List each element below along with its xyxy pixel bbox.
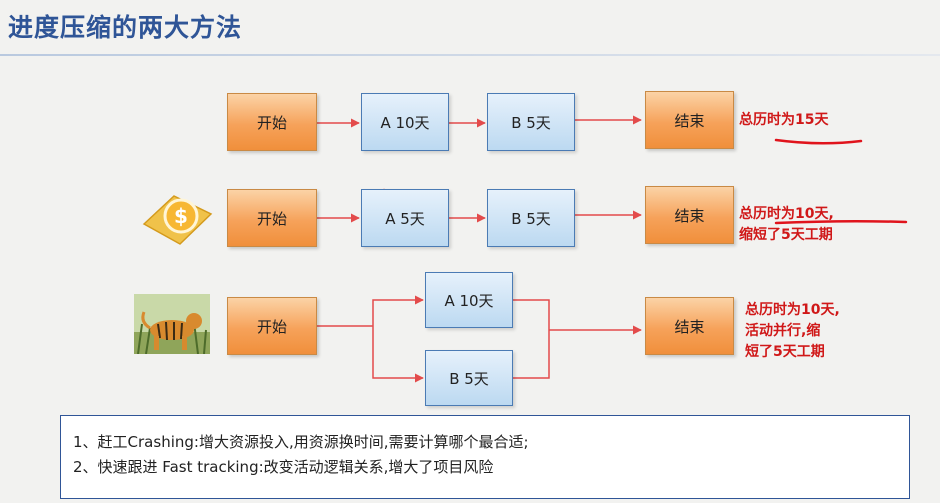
activity-b-box-row1: B 5天 [487,93,575,151]
summary-line-fast-tracking: 2、快速跟进 Fast tracking:改变活动逻辑关系,增大了项目风险 [73,458,494,476]
activity-a-box-row2: A 5天 [361,189,449,247]
end-box-row2: 结束 [645,186,734,244]
underline-mark-row1 [774,138,863,145]
money-coin-icon: $ [140,190,215,250]
end-box-row1: 结束 [645,91,734,149]
activity-b-box-row3: B 5天 [425,350,513,406]
duration-note-row3-line1: 总历时为10天, [745,302,840,318]
tiger-image [134,294,210,355]
summary-line-crashing: 1、赶工Crashing:增大资源投入,用资源换时间,需要计算哪个最合适; [73,433,529,451]
title-divider [0,54,940,56]
end-box-row3: 结束 [645,297,734,355]
duration-note-row2: 总历时为10天, 缩短了5天工期 [739,204,834,246]
arrow-split-to-b-row3 [372,326,424,383]
activity-a-box-row3: A 10天 [425,272,513,328]
duration-note-row3-line3: 短了5天工期 [745,344,825,360]
start-box-row1: 开始 [227,93,317,151]
duration-note-row1: 总历时为15天 [739,112,829,128]
duration-note-row3-line2: 活动并行,缩 [745,323,821,339]
underline-mark-row2 [774,219,908,225]
slide-title: 进度压缩的两大方法 [8,13,243,42]
arrow-split-to-a-row3 [372,295,424,326]
duration-note-row3: 总历时为10天, 活动并行,缩 短了5天工期 [745,300,840,363]
start-box-row3: 开始 [227,297,317,355]
activity-a-box-row1: A 10天 [361,93,449,151]
summary-box: 1、赶工Crashing:增大资源投入,用资源换时间,需要计算哪个最合适; 2、… [60,415,910,499]
duration-note-row2-line1: 总历时为10天, [739,206,834,222]
start-box-row2: 开始 [227,189,317,247]
svg-text:$: $ [174,204,188,228]
merge-b-row3 [513,330,550,379]
activity-b-box-row2: B 5天 [487,189,575,247]
duration-note-row2-line2: 缩短了5天工期 [739,227,833,243]
merge-a-row3 [513,299,550,330]
